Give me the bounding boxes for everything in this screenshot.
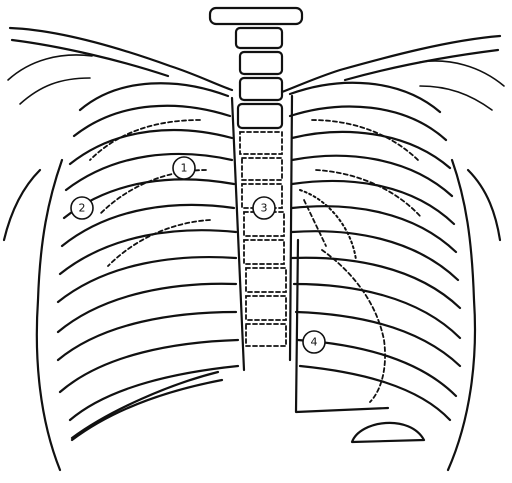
marker-4-label: 4 — [311, 336, 318, 349]
marker-3-label: 3 — [261, 202, 268, 215]
clavicles — [8, 28, 504, 110]
marker-1-label: 1 — [181, 162, 188, 175]
left-ribs — [58, 83, 238, 438]
marker-2-label: 2 — [79, 202, 86, 215]
marker-3: 3 — [253, 197, 275, 219]
right-ribs — [290, 83, 460, 420]
marker-2: 2 — [71, 197, 93, 219]
marker-4: 4 — [303, 331, 325, 353]
spine — [210, 8, 302, 370]
marker-1: 1 — [173, 157, 195, 179]
